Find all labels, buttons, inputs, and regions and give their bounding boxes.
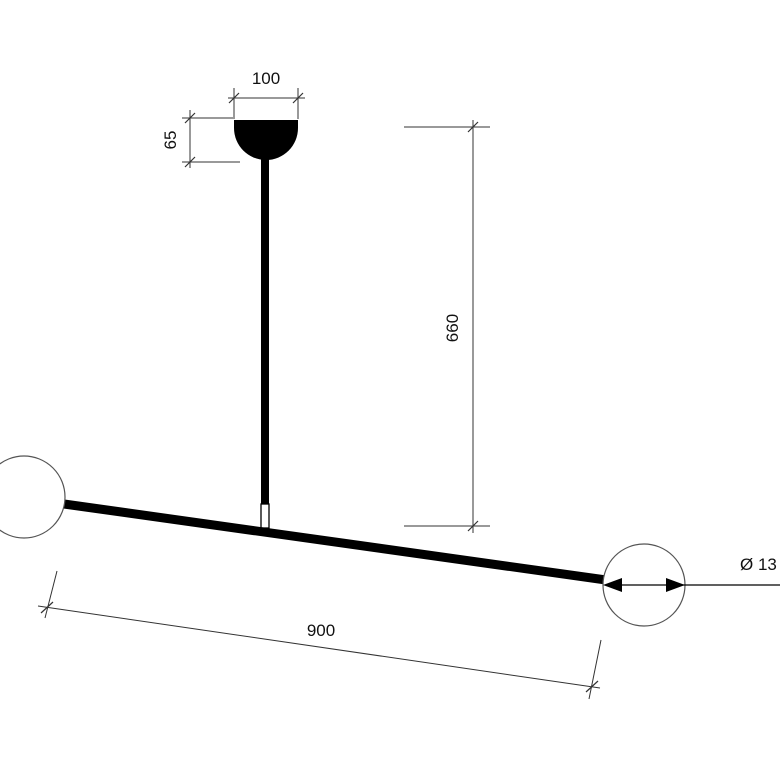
rod-connector xyxy=(260,503,270,529)
canopy-width-label: 100 xyxy=(252,69,280,88)
drop-height-label: 660 xyxy=(443,314,462,342)
bar-length-label: 900 xyxy=(307,621,335,640)
drop-height-dimension: 660 xyxy=(404,120,490,533)
canopy-height-dimension: 65 xyxy=(161,110,240,168)
bar-length-dimension: 900 xyxy=(37,570,602,700)
suspension-rod xyxy=(261,156,269,504)
lamp-arm-bar xyxy=(63,499,607,585)
globe-diameter-dimension: Ø 13 xyxy=(603,555,780,592)
canopy-height-label: 65 xyxy=(161,131,180,150)
globe-diameter-label: Ø 13 xyxy=(740,555,777,574)
left-globe xyxy=(0,455,66,539)
canopy-width-dimension: 100 xyxy=(228,69,305,119)
ceiling-canopy xyxy=(234,120,298,160)
